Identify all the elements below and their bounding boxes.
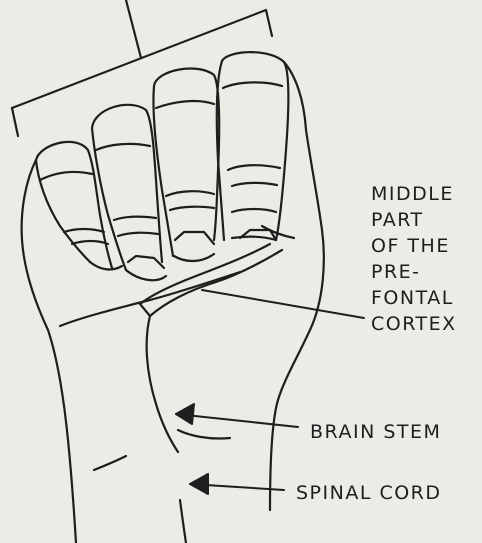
pfc-line-4: PRE- <box>371 259 457 285</box>
pfc-line-1: MIDDLE <box>371 181 457 207</box>
spinal-cord-label: SPINAL CORD <box>296 480 442 506</box>
pfc-leader-line <box>202 290 364 318</box>
pfc-line-3: OF THE <box>371 233 457 259</box>
middle-finger <box>154 69 219 240</box>
pfc-line-2: PART <box>371 207 457 233</box>
cortex-bracket <box>12 0 272 136</box>
brain-stem-arrow <box>176 404 298 427</box>
fingers <box>36 52 288 280</box>
pfc-line-6: CORTEX <box>371 311 457 337</box>
ring-finger <box>92 105 162 262</box>
pfc-line-5: FONTAL <box>371 285 457 311</box>
brain-stem-label: BRAIN STEM <box>310 419 441 445</box>
prefrontal-cortex-label: MIDDLE PART OF THE PRE- FONTAL CORTEX <box>371 181 457 337</box>
